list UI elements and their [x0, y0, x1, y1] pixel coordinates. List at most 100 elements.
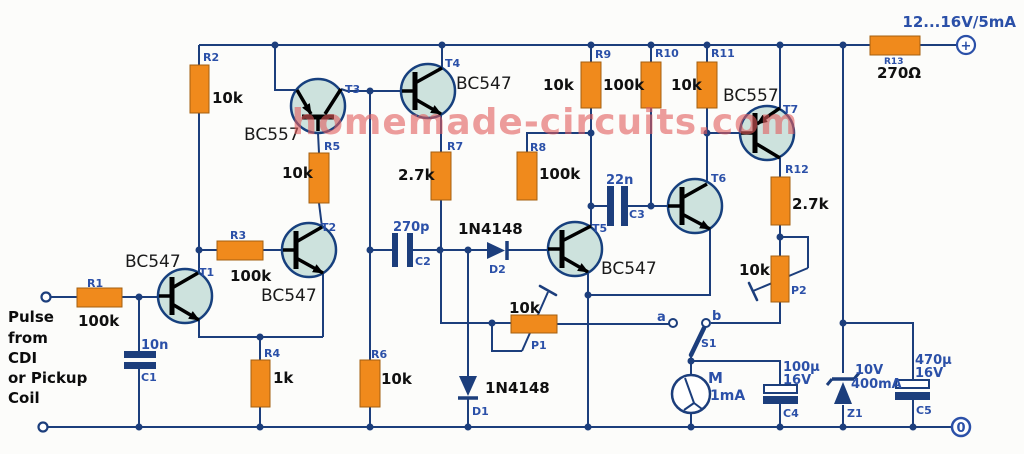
label-C1-value: 10n	[141, 338, 168, 353]
label-C4-voltage: 16V	[783, 373, 811, 388]
label-C5-value: 470µ	[915, 353, 952, 368]
label-R13-value: 270Ω	[877, 64, 921, 82]
label-supply-voltage: 12...16V/5mA	[902, 13, 1016, 31]
label-T4-ref: T4	[445, 57, 461, 70]
pot-P1-body	[510, 314, 558, 334]
label-R1-value: 100k	[78, 312, 120, 330]
label-R12-ref: R12	[785, 163, 809, 176]
label-T3-ref: T3	[345, 83, 360, 96]
label-D2-ref: D2	[489, 263, 506, 276]
diode-D2	[487, 241, 509, 260]
terminal-b	[701, 318, 711, 328]
input-label-line1: Pulse	[8, 308, 54, 326]
capacitors	[124, 186, 930, 404]
label-T3-part: BC557	[244, 125, 300, 145]
label-D1-ref: D1	[472, 405, 489, 418]
label-R13-ref: R13	[884, 57, 903, 67]
label-R12-value: 2.7k	[792, 195, 830, 213]
label-terminal-a: a	[657, 310, 666, 325]
capacitor-C1	[124, 351, 156, 369]
zener-Z1	[825, 372, 861, 404]
diodes	[458, 241, 861, 404]
label-R10-ref: R10	[655, 47, 679, 60]
diode-D1	[458, 376, 478, 400]
label-R8-ref: R8	[530, 141, 546, 154]
pot-P2-body	[770, 255, 790, 303]
label-R6-ref: R6	[371, 348, 387, 361]
input-terminal	[40, 291, 52, 303]
label-T7-part: BC557	[723, 86, 779, 106]
label-D2-value: 1N4148	[458, 220, 523, 238]
label-R11-ref: R11	[711, 47, 735, 60]
label-D1-value: 1N4148	[485, 379, 550, 397]
label-Z1-rating: 400mA	[851, 377, 902, 392]
input-label-line5: Coil	[8, 389, 40, 407]
label-R7-ref: R7	[447, 140, 463, 153]
label-C1-ref: C1	[141, 371, 157, 384]
meter-M	[670, 373, 712, 415]
label-T5-ref: T5	[592, 222, 607, 235]
label-zero-terminal: 0	[956, 421, 965, 436]
label-C5-voltage: 16V	[915, 366, 943, 381]
label-T6-ref: T6	[711, 172, 727, 185]
label-P2-value: 10k	[739, 261, 771, 279]
p2-wiper-bar	[747, 281, 759, 302]
label-R5-value: 10k	[282, 164, 314, 182]
supply-zero-terminal	[950, 416, 972, 438]
input-label-line4: or Pickup	[8, 369, 88, 387]
supply-plus-terminal	[955, 34, 977, 56]
label-plus-terminal: +	[961, 39, 972, 54]
resistor-R13-body	[869, 35, 921, 56]
resistor-R10-body	[640, 61, 662, 109]
input-label-line3: CDI	[8, 349, 37, 367]
watermark-text: homemade-circuits.com	[292, 102, 799, 143]
ground-terminal-left	[37, 421, 49, 433]
label-R3-ref: R3	[230, 229, 246, 242]
label-R9-ref: R9	[595, 48, 611, 61]
label-T1-part: BC547	[125, 252, 181, 272]
label-R10-value: 100k	[603, 76, 645, 94]
labels: R1 R2 R3 R4 R5 R6 R7 R8 R9 R10 R11 R12 R…	[8, 13, 1016, 436]
resistor-R2-body	[189, 64, 210, 114]
terminals	[37, 34, 977, 438]
label-R11-value: 10k	[671, 76, 703, 94]
label-R2-ref: R2	[203, 51, 219, 64]
p1-wiper-bar	[538, 284, 558, 297]
label-Z1-ref: Z1	[847, 407, 863, 420]
label-T7-ref: T7	[783, 103, 798, 116]
pot-wiper-bars	[538, 281, 759, 302]
resistor-R5-body	[308, 152, 330, 204]
capacitor-C2	[392, 233, 413, 267]
switch-S1-lever	[688, 325, 707, 358]
input-label-line2: from	[8, 329, 48, 347]
label-S1-ref: S1	[701, 337, 717, 350]
label-R2-value: 10k	[212, 89, 244, 107]
label-C4-value: 100µ	[783, 360, 820, 375]
label-R7-value: 2.7k	[398, 166, 436, 184]
label-R6-value: 10k	[381, 370, 413, 388]
label-M-ref: M	[708, 369, 723, 387]
label-R3-value: 100k	[230, 267, 272, 285]
label-R8-value: 100k	[539, 165, 581, 183]
label-T4-part: BC547	[456, 74, 512, 94]
label-terminal-b: b	[712, 309, 721, 324]
label-C3-ref: C3	[629, 208, 645, 221]
label-T2-part: BC547	[261, 286, 317, 306]
resistor-bodies	[76, 35, 921, 408]
label-C3-value: 22n	[606, 173, 633, 188]
terminal-a	[668, 318, 678, 328]
label-P2-ref: P2	[791, 284, 807, 297]
label-T5-part: BC547	[601, 259, 657, 279]
resistor-R1-body	[76, 287, 123, 308]
label-M-value: 1mA	[710, 388, 745, 404]
label-C2-value: 270p	[393, 220, 429, 235]
label-C4-ref: C4	[783, 407, 799, 420]
label-T2-ref: T2	[321, 221, 336, 234]
label-R5-ref: R5	[324, 140, 340, 153]
capacitor-C5	[895, 379, 930, 400]
label-R4-ref: R4	[264, 347, 280, 360]
resistor-R4-body	[250, 359, 271, 408]
label-C5-ref: C5	[916, 404, 932, 417]
